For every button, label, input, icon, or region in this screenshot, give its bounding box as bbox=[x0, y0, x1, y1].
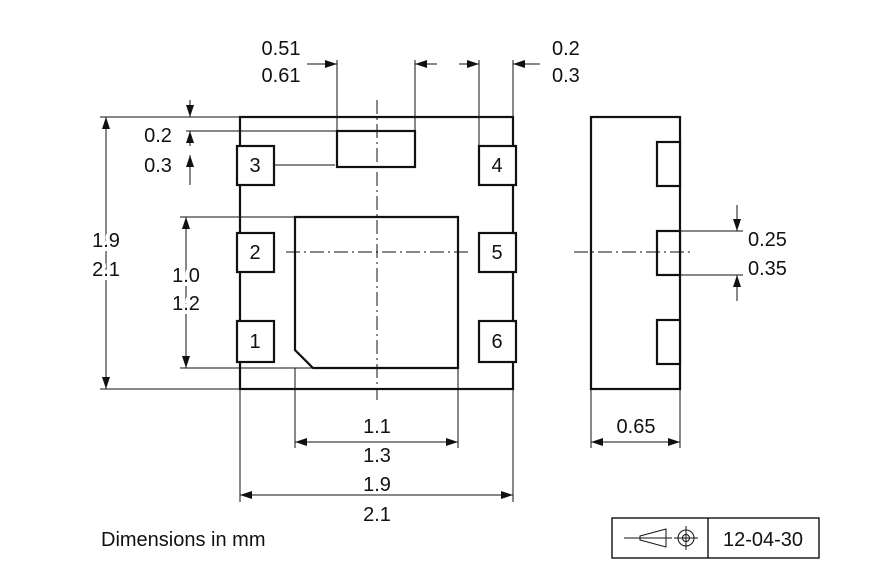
dim-body-height-max: 2.1 bbox=[92, 259, 120, 281]
units-note: Dimensions in mm bbox=[101, 529, 265, 551]
title-block-date: 12-04-30 bbox=[723, 529, 803, 551]
dim-slot-width-min: 0.51 bbox=[262, 38, 301, 60]
dim-body-height: 1.9 2.1 bbox=[88, 116, 240, 390]
dim-thermal-pad-width-max: 1.3 bbox=[363, 445, 391, 467]
dim-pad-thickness-max: 0.35 bbox=[748, 258, 787, 280]
dim-pad-thickness: 0.25 0.35 bbox=[680, 205, 787, 301]
side-view bbox=[574, 115, 694, 391]
dim-body-width: 1.9 2.1 bbox=[239, 389, 514, 526]
dim-thermal-pad-width-min: 1.1 bbox=[363, 416, 391, 438]
dim-thermal-pad-height: 1.0 1.2 bbox=[168, 216, 313, 369]
dim-pad-thickness-min: 0.25 bbox=[748, 229, 787, 251]
pin-3: 3 bbox=[235, 144, 276, 187]
dim-thermal-pad-height-max: 1.2 bbox=[172, 293, 200, 315]
marking-slot bbox=[335, 129, 417, 169]
pin-1-label: 1 bbox=[249, 331, 260, 353]
dim-package-height-value: 0.65 bbox=[617, 416, 656, 438]
pin-1: 1 bbox=[235, 319, 276, 364]
side-pad-middle bbox=[655, 229, 682, 277]
pin-4: 4 bbox=[477, 144, 518, 187]
side-pad-top bbox=[655, 140, 682, 188]
dim-pad-width-min: 0.2 bbox=[552, 38, 580, 60]
title-block: 12-04-30 bbox=[611, 517, 820, 559]
pin-6: 6 bbox=[477, 319, 518, 364]
dim-body-width-min: 1.9 bbox=[363, 474, 391, 496]
pin-4-label: 4 bbox=[491, 155, 502, 177]
dim-pad-width: 0.2 0.3 bbox=[459, 38, 580, 146]
third-angle-projection-icon bbox=[624, 526, 698, 550]
dim-pad-width-max: 0.3 bbox=[552, 65, 580, 87]
dim-slot-height-max: 0.3 bbox=[144, 155, 172, 177]
pin-6-label: 6 bbox=[491, 331, 502, 353]
dim-body-width-max: 2.1 bbox=[363, 504, 391, 526]
side-pad-bottom bbox=[655, 318, 682, 366]
dim-slot-height: 0.2 0.3 bbox=[144, 100, 337, 185]
pin-5: 5 bbox=[477, 231, 518, 274]
top-view: 3 2 1 4 5 6 bbox=[235, 100, 518, 400]
pin-2-label: 2 bbox=[249, 242, 260, 264]
dim-thermal-pad-height-min: 1.0 bbox=[172, 265, 200, 287]
dim-slot-height-min: 0.2 bbox=[144, 125, 172, 147]
dim-thermal-pad-width: 1.1 1.3 bbox=[294, 368, 459, 467]
dim-slot-width-max: 0.61 bbox=[262, 65, 301, 87]
dim-package-height: 0.65 bbox=[590, 389, 681, 448]
pin-3-label: 3 bbox=[249, 155, 260, 177]
dim-slot-width: 0.51 0.61 bbox=[262, 38, 437, 131]
dim-body-height-min: 1.9 bbox=[92, 230, 120, 252]
pin-5-label: 5 bbox=[491, 242, 502, 264]
pin-2: 2 bbox=[235, 231, 276, 274]
